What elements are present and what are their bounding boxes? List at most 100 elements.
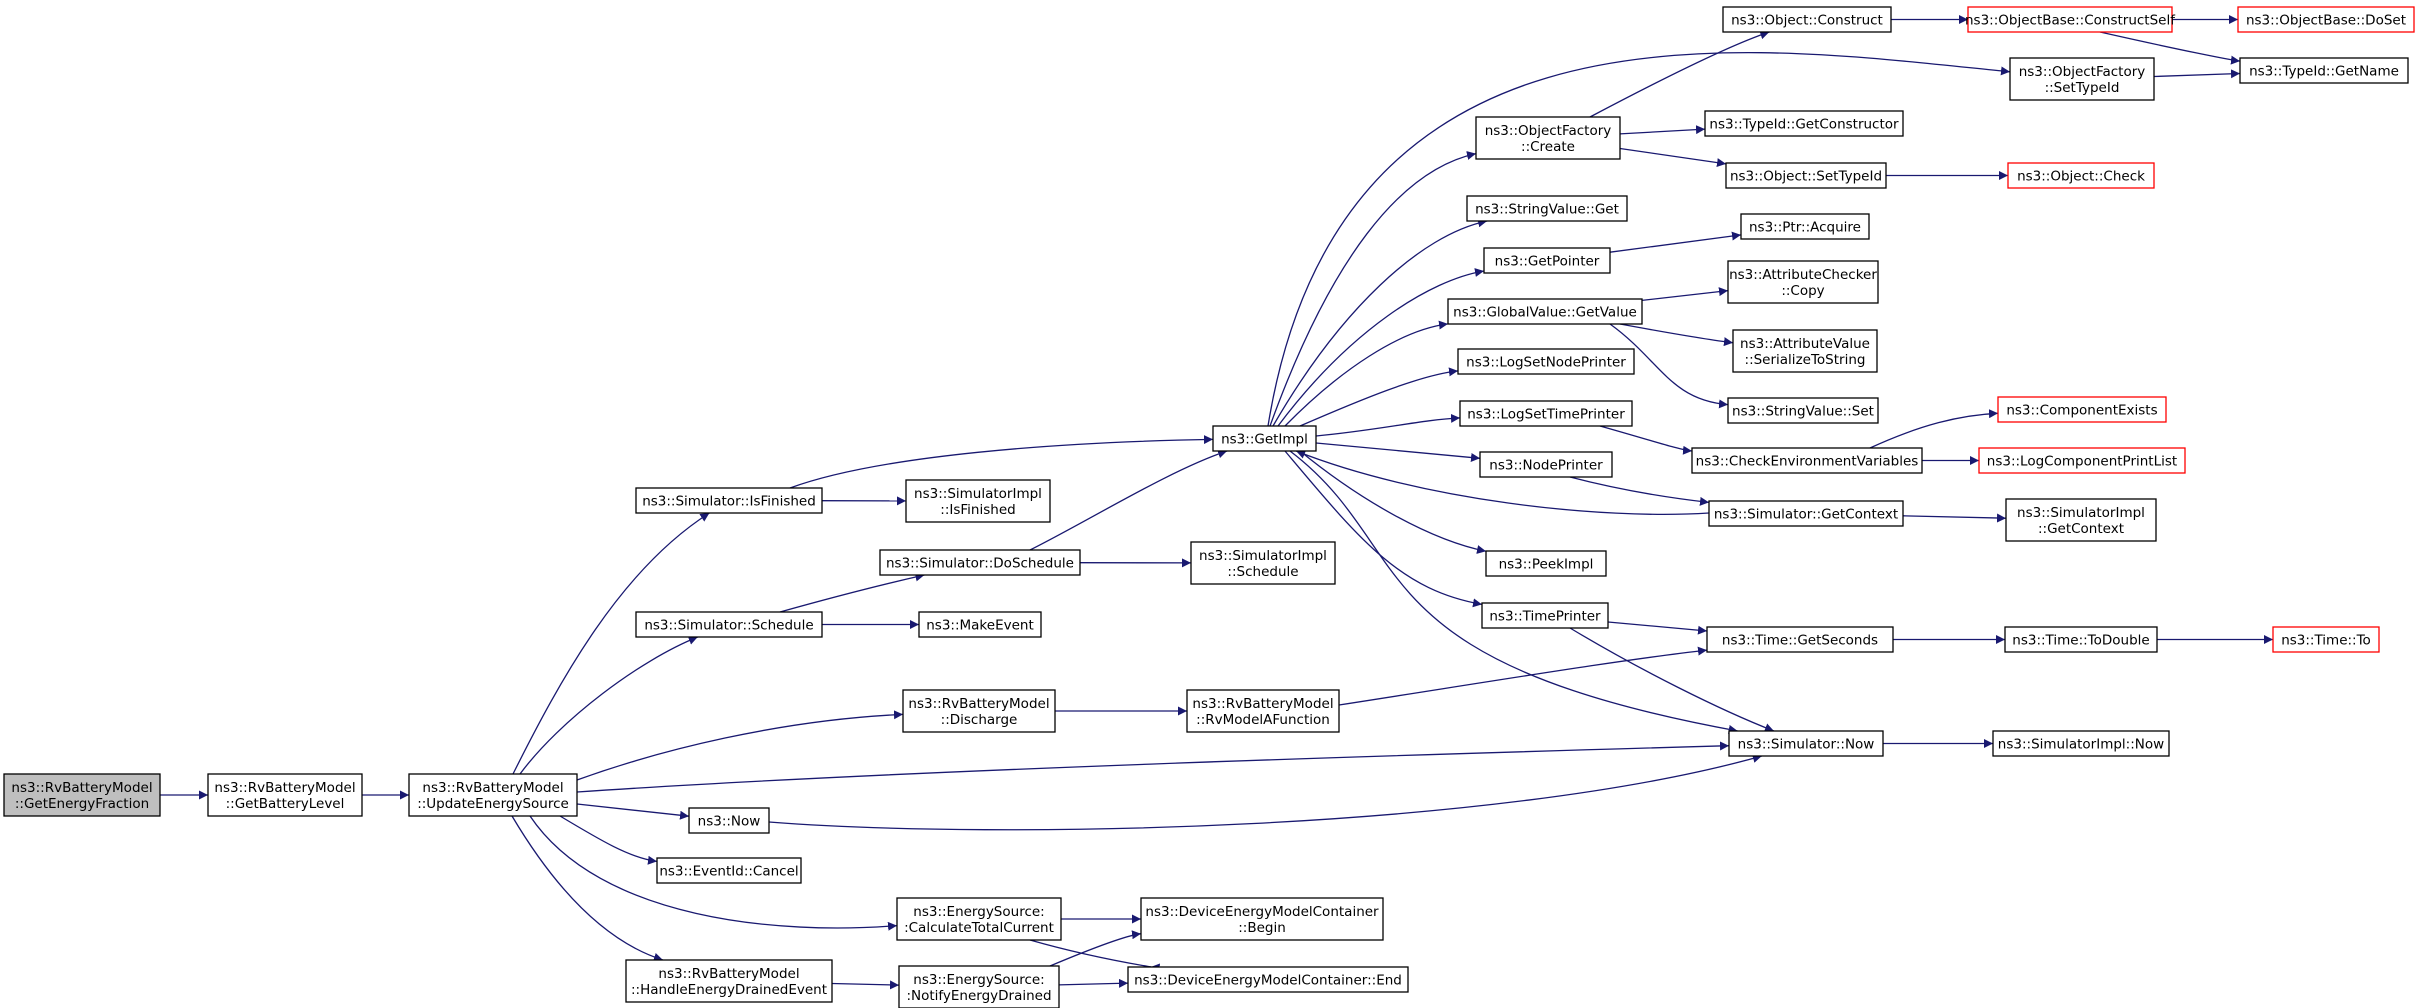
node-box bbox=[902, 689, 1056, 733]
edge-getImpl-to-peekImpl bbox=[1299, 450, 1487, 554]
node-box bbox=[1722, 6, 1892, 33]
node-timeTo[interactable]: ns3::Time::To bbox=[2272, 626, 2380, 653]
edge-globalValueGetValue-to-stringValueSet bbox=[1609, 323, 1729, 409]
node-timeToDouble[interactable]: ns3::Time::ToDouble bbox=[2004, 626, 2158, 653]
node-label: ns3::RvBatteryModel bbox=[908, 696, 1049, 712]
node-label: ns3::RvBatteryModel bbox=[658, 966, 799, 982]
node-simImplGetContext[interactable]: ns3::SimulatorImpl::GetContext bbox=[2005, 498, 2157, 542]
node-nodePrinter[interactable]: ns3::NodePrinter bbox=[1479, 451, 1613, 478]
node-simDoSchedule[interactable]: ns3::Simulator::DoSchedule bbox=[879, 549, 1081, 576]
node-label: ::Begin bbox=[1238, 920, 1286, 936]
node-objectCheck[interactable]: ns3::Object::Check bbox=[2007, 162, 2155, 189]
node-box bbox=[1727, 260, 1879, 304]
node-demcEnd[interactable]: ns3::DeviceEnergyModelContainer::End bbox=[1127, 966, 1409, 993]
node-box bbox=[688, 807, 770, 834]
node-box bbox=[1466, 195, 1628, 222]
node-getPointer[interactable]: ns3::GetPointer bbox=[1483, 247, 1611, 274]
edge-getImpl-to-objFactoryCreate bbox=[1269, 151, 1477, 427]
node-logSetTimePrinter[interactable]: ns3::LogSetTimePrinter bbox=[1459, 400, 1633, 427]
node-simImplIsFinished[interactable]: ns3::SimulatorImpl::IsFinished bbox=[905, 479, 1051, 523]
node-box bbox=[1725, 162, 1887, 189]
node-objBaseDoSet[interactable]: ns3::ObjectBase::DoSet bbox=[2237, 6, 2415, 33]
node-box bbox=[1992, 730, 2170, 757]
node-timePrinter[interactable]: ns3::TimePrinter bbox=[1481, 602, 1609, 629]
node-demcBegin[interactable]: ns3::DeviceEnergyModelContainer::Begin bbox=[1140, 897, 1384, 941]
node-label: ns3::PeekImpl bbox=[1499, 557, 1594, 573]
node-ptrAcquire[interactable]: ns3::Ptr::Acquire bbox=[1740, 213, 1870, 240]
node-objectConstruct[interactable]: ns3::Object::Construct bbox=[1722, 6, 1892, 33]
node-label: ns3::DeviceEnergyModelContainer::End bbox=[1134, 973, 1402, 989]
node-box bbox=[1978, 447, 2186, 474]
node-getImpl[interactable]: ns3::GetImpl bbox=[1212, 425, 1317, 452]
node-simNow[interactable]: ns3::Simulator::Now bbox=[1728, 730, 1884, 757]
node-label: ns3::GetPointer bbox=[1495, 254, 1600, 270]
node-label: ns3::Simulator::Now bbox=[1738, 737, 1875, 753]
node-simImplSchedule[interactable]: ns3::SimulatorImpl::Schedule bbox=[1190, 541, 1336, 585]
node-box bbox=[1127, 966, 1409, 993]
node-logComponentPrintList[interactable]: ns3::LogComponentPrintList bbox=[1978, 447, 2186, 474]
node-objFactorySetTypeId[interactable]: ns3::ObjectFactory::SetTypeId bbox=[2009, 57, 2155, 101]
edge-objFactoryCreate-to-objectConstruct bbox=[1589, 30, 1770, 118]
node-label: ns3::Time::ToDouble bbox=[2012, 633, 2149, 649]
edge-notifyDrained-to-demcBegin bbox=[1049, 930, 1142, 967]
node-stringValueGet[interactable]: ns3::StringValue::Get bbox=[1466, 195, 1628, 222]
node-objectSetTypeId[interactable]: ns3::Object::SetTypeId bbox=[1725, 162, 1887, 189]
node-timeGetSeconds[interactable]: ns3::Time::GetSeconds bbox=[1706, 626, 1894, 653]
node-label: ns3::Time::To bbox=[2281, 633, 2371, 649]
node-globalValueGetValue[interactable]: ns3::GlobalValue::GetValue bbox=[1447, 298, 1643, 325]
edge-getImpl-to-stringValueGet bbox=[1272, 218, 1488, 427]
node-simIsFinished[interactable]: ns3::Simulator::IsFinished bbox=[635, 487, 823, 514]
node-box bbox=[1728, 730, 1884, 757]
node-now[interactable]: ns3::Now bbox=[688, 807, 770, 834]
node-attrValueSerialize[interactable]: ns3::AttributeValue::SerializeToString bbox=[1732, 329, 1878, 373]
edge-getImpl-to-globalValueGetValue bbox=[1284, 320, 1449, 427]
node-logSetNodePrinter[interactable]: ns3::LogSetNodePrinter bbox=[1457, 348, 1635, 375]
node-discharge[interactable]: ns3::RvBatteryModel::Discharge bbox=[902, 689, 1056, 733]
node-label: ns3::RvBatteryModel bbox=[1192, 696, 1333, 712]
node-attrCheckerCopy[interactable]: ns3::AttributeChecker::Copy bbox=[1727, 260, 1879, 304]
node-objFactoryCreate[interactable]: ns3::ObjectFactory::Create bbox=[1475, 116, 1621, 160]
node-objBaseConstructSelf[interactable]: ns3::ObjectBase::ConstructSelf bbox=[1965, 6, 2176, 33]
edge-globalValueGetValue-to-attrCheckerCopy bbox=[1641, 287, 1729, 302]
node-label: ns3::Simulator::GetContext bbox=[1714, 507, 1898, 523]
node-typeIdGetConstructor[interactable]: ns3::TypeId::GetConstructor bbox=[1704, 110, 1904, 137]
node-makeEvent[interactable]: ns3::MakeEvent bbox=[918, 611, 1042, 638]
node-box bbox=[1485, 550, 1607, 577]
node-box bbox=[1186, 689, 1340, 733]
edge-getImpl-to-logSetNodePrinter bbox=[1299, 367, 1459, 427]
edge-now-to-simNow bbox=[768, 754, 1762, 831]
node-simSchedule[interactable]: ns3::Simulator::Schedule bbox=[635, 611, 823, 638]
edge-objFactoryCreate-to-typeIdGetConstructor bbox=[1619, 125, 1706, 135]
edge-getImpl-to-objFactorySetTypeId bbox=[1267, 52, 2011, 427]
node-label: ns3::NodePrinter bbox=[1489, 458, 1603, 474]
node-getBatteryLevel[interactable]: ns3::RvBatteryModel::GetBatteryLevel bbox=[207, 773, 363, 817]
node-label: ::Copy bbox=[1781, 283, 1824, 299]
node-box bbox=[625, 959, 833, 1003]
node-calcTotalCurrent[interactable]: ns3::EnergySource::CalculateTotalCurrent bbox=[896, 897, 1062, 941]
node-simGetContext[interactable]: ns3::Simulator::GetContext bbox=[1708, 500, 1904, 527]
node-checkEnvVars[interactable]: ns3::CheckEnvironmentVariables bbox=[1691, 447, 1923, 474]
node-label: ns3::Now bbox=[698, 814, 761, 830]
node-updateEnergySource[interactable]: ns3::RvBatteryModel::UpdateEnergySource bbox=[408, 773, 578, 817]
node-notifyDrained[interactable]: ns3::EnergySource::NotifyEnergyDrained bbox=[898, 965, 1060, 1008]
node-eventCancel[interactable]: ns3::EventId::Cancel bbox=[656, 857, 802, 884]
node-label: ns3::StringValue::Set bbox=[1732, 404, 1874, 420]
node-label: ns3::TimePrinter bbox=[1489, 609, 1601, 625]
node-label: ::IsFinished bbox=[940, 502, 1015, 518]
node-stringValueSet[interactable]: ns3::StringValue::Set bbox=[1727, 397, 1879, 424]
node-box bbox=[2004, 626, 2158, 653]
edge-updateEnergySource-to-simSchedule bbox=[519, 636, 698, 775]
node-label: ns3::LogSetNodePrinter bbox=[1466, 355, 1626, 371]
node-simImplNow[interactable]: ns3::SimulatorImpl::Now bbox=[1992, 730, 2170, 757]
edge-getPointer-to-ptrAcquire bbox=[1609, 231, 1742, 253]
node-rvModelA[interactable]: ns3::RvBatteryModel::RvModelAFunction bbox=[1186, 689, 1340, 733]
node-label: ns3::TypeId::GetName bbox=[2249, 64, 2399, 80]
edge-updateEnergySource-to-handleDrained bbox=[511, 815, 664, 962]
node-label: ::Schedule bbox=[1227, 564, 1298, 580]
node-peekImpl[interactable]: ns3::PeekImpl bbox=[1485, 550, 1607, 577]
node-typeIdGetName[interactable]: ns3::TypeId::GetName bbox=[2239, 57, 2409, 84]
node-box bbox=[2237, 6, 2415, 33]
edge-globalValueGetValue-to-attrValueSerialize bbox=[1619, 323, 1734, 347]
node-handleDrained[interactable]: ns3::RvBatteryModel::HandleEnergyDrained… bbox=[625, 959, 833, 1003]
node-componentExists[interactable]: ns3::ComponentExists bbox=[1997, 396, 2167, 423]
